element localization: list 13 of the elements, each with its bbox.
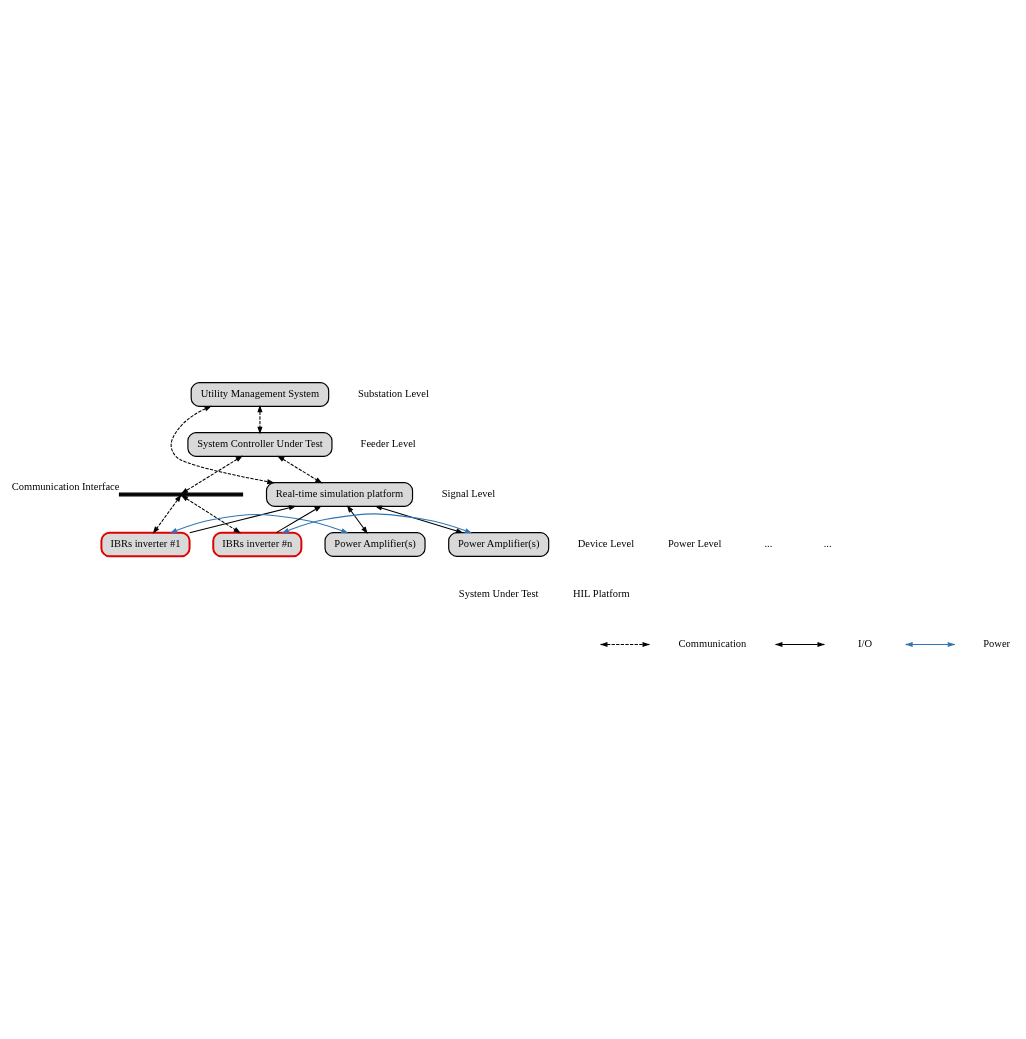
label: ... [823, 537, 832, 549]
label: Substation Level [357, 388, 429, 400]
label: System Under Test [458, 587, 539, 599]
label: Device Level [577, 537, 634, 549]
legend-label: Power [982, 637, 1010, 649]
legend-label: I/O [857, 637, 872, 649]
label: Signal Level [441, 488, 495, 499]
label: ... [763, 537, 772, 549]
label: HIL Platform [572, 587, 630, 599]
label: Power Level [667, 537, 721, 549]
legend-label: Communication [678, 637, 746, 649]
node-label: Communication Interface [11, 480, 119, 492]
label: Feeder Level [360, 438, 416, 450]
